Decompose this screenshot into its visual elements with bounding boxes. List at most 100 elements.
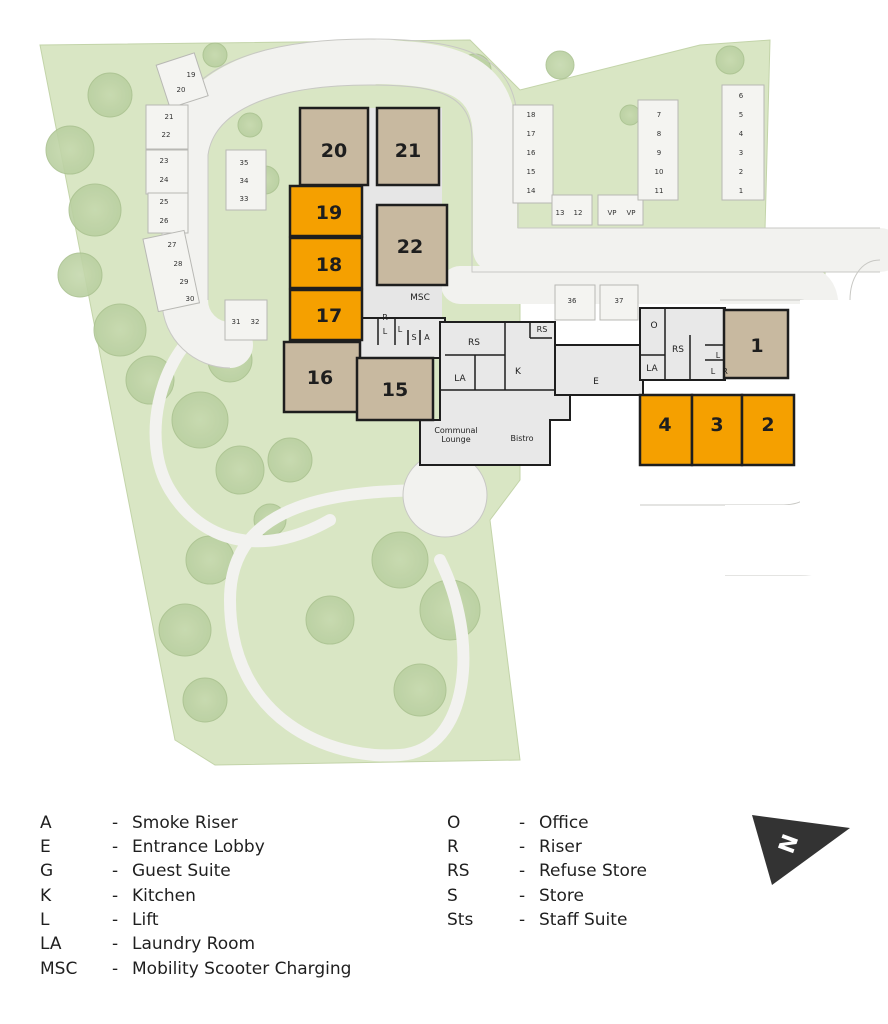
bay-16: 16 xyxy=(527,149,536,157)
room-k: K xyxy=(515,367,522,377)
unit-18-label: 18 xyxy=(316,254,342,276)
legend-desc: Laundry Room xyxy=(132,934,256,954)
legend-code: MSC xyxy=(40,959,78,979)
bay-35: 35 xyxy=(240,159,249,167)
roads xyxy=(149,39,888,762)
room-s: S xyxy=(411,333,416,342)
bay-8: 8 xyxy=(657,130,661,138)
unit-21-label: 21 xyxy=(395,140,421,162)
bay-14: 14 xyxy=(527,187,536,195)
legend-desc: Guest Suite xyxy=(132,861,231,881)
room-communal-2: Lounge xyxy=(441,435,470,444)
unit-21[interactable]: 21 xyxy=(375,106,441,187)
legend-desc: Refuse Store xyxy=(539,861,647,881)
unit-16-label: 16 xyxy=(307,367,333,389)
room-l-3: L xyxy=(716,351,721,360)
legend-dash: - xyxy=(112,959,119,979)
bay-5: 5 xyxy=(739,111,743,119)
legend-dash: - xyxy=(112,837,119,857)
legend-dash: - xyxy=(112,934,119,954)
legend-code: LA xyxy=(40,934,62,954)
legend-dash: - xyxy=(112,910,119,930)
bay-29: 29 xyxy=(180,278,189,286)
room-l-1: L xyxy=(383,327,388,336)
unit-2-label: 2 xyxy=(761,414,774,436)
legend-dash: - xyxy=(112,886,119,906)
parking-top-right xyxy=(637,84,765,201)
bay-12: 12 xyxy=(574,209,583,217)
bay-18: 18 xyxy=(527,111,536,119)
bay-9: 9 xyxy=(657,149,661,157)
parking-top-left xyxy=(142,52,268,341)
bay-19: 19 xyxy=(187,71,196,79)
room-e: E xyxy=(593,377,599,387)
legend-desc: Entrance Lobby xyxy=(132,837,265,857)
room-a: A xyxy=(424,333,430,342)
bay-22: 22 xyxy=(162,131,171,139)
room-rs-1: RS xyxy=(468,338,480,348)
bay-34: 34 xyxy=(240,177,249,185)
bay-37: 37 xyxy=(615,297,624,305)
bay-11: 11 xyxy=(655,187,664,195)
legend-desc: Office xyxy=(539,813,589,833)
unit-1[interactable]: 1 xyxy=(722,308,790,380)
bay-31: 31 xyxy=(232,318,241,326)
unit-4[interactable]: 4 xyxy=(638,393,694,467)
room-la-1: LA xyxy=(454,374,466,384)
unit-22-label: 22 xyxy=(397,236,423,258)
room-msc: MSC xyxy=(410,293,430,303)
unit-3[interactable]: 3 xyxy=(690,393,744,467)
unit-22[interactable]: 22 xyxy=(375,203,449,287)
bay-13: 13 xyxy=(556,209,565,217)
legend-desc: Lift xyxy=(132,910,159,930)
bay-32: 32 xyxy=(251,318,260,326)
unit-19-label: 19 xyxy=(316,202,342,224)
unit-15-label: 15 xyxy=(382,379,408,401)
room-rs-3: RS xyxy=(672,345,684,355)
unit-20[interactable]: 20 xyxy=(298,106,370,187)
legend-dash: - xyxy=(112,813,119,833)
legend-code: RS xyxy=(447,861,470,881)
legend-code: L xyxy=(40,910,50,930)
bay-24: 24 xyxy=(160,176,169,184)
parking-bottom xyxy=(554,284,639,321)
room-r-2: R xyxy=(722,367,728,376)
legend-desc: Mobility Scooter Charging xyxy=(132,959,352,979)
legend-desc: Staff Suite xyxy=(539,910,628,930)
bay-23: 23 xyxy=(160,157,169,165)
bay-15: 15 xyxy=(527,168,536,176)
bay-30: 30 xyxy=(186,295,195,303)
bay-vp-2: VP xyxy=(626,209,635,217)
bay-20: 20 xyxy=(177,86,186,94)
north-arrow: N xyxy=(752,815,850,885)
bay-21: 21 xyxy=(165,113,174,121)
unit-19[interactable]: 19 xyxy=(288,184,364,238)
legend-code: G xyxy=(40,861,54,881)
legend-right: O - Office R - Riser RS - Refuse Store S… xyxy=(447,813,707,943)
bay-33: 33 xyxy=(240,195,249,203)
room-la-2: LA xyxy=(646,364,658,374)
room-o: O xyxy=(650,321,657,331)
room-r-1: R xyxy=(382,313,388,322)
bay-3: 3 xyxy=(739,149,743,157)
unit-2[interactable]: 2 xyxy=(740,393,796,467)
room-communal-1: Communal xyxy=(434,426,477,435)
unit-18[interactable]: 18 xyxy=(288,236,364,290)
legend-left: A - Smoke Riser E - Entrance Lobby G - G… xyxy=(40,813,420,988)
unit-16[interactable]: 16 xyxy=(282,340,362,414)
unit-1-label: 1 xyxy=(750,335,763,357)
room-labels: MSC RS RS LA K E O RS LA R L L S A L L R… xyxy=(382,293,728,444)
legend-code: A xyxy=(40,813,52,833)
legend-code: O xyxy=(447,813,461,833)
bay-27: 27 xyxy=(168,241,177,249)
unit-15[interactable]: 15 xyxy=(355,356,435,422)
bay-28: 28 xyxy=(174,260,183,268)
unit-17[interactable]: 17 xyxy=(288,288,364,342)
bay-vp-1: VP xyxy=(607,209,616,217)
bay-25: 25 xyxy=(160,198,169,206)
legend-dash: - xyxy=(519,861,526,881)
parking-labels: 19 20 21 22 23 24 25 26 27 28 29 30 31 3… xyxy=(160,71,744,326)
bay-26: 26 xyxy=(160,217,169,225)
